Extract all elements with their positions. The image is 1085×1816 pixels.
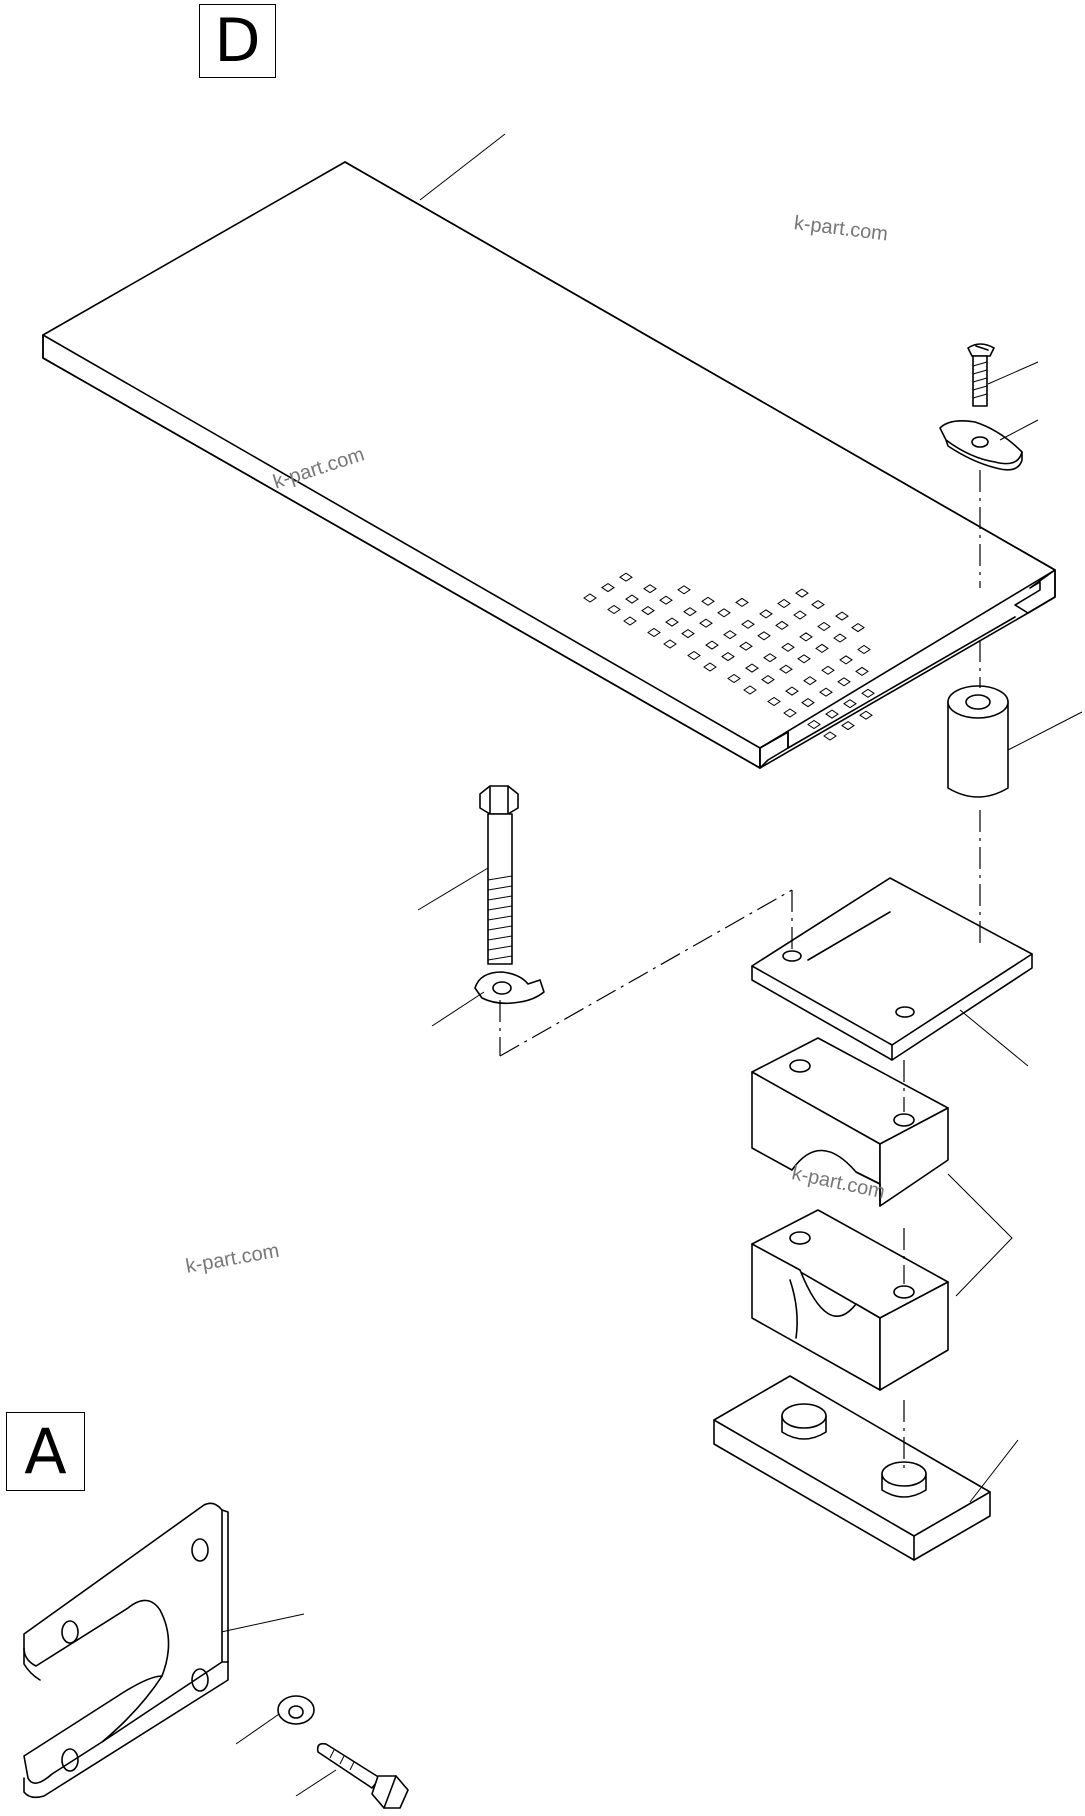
perforated-cover-plate [42,161,1056,769]
perforation-hole [819,687,833,697]
perforation-hole [701,596,715,606]
perforation-hole [647,627,661,638]
perforation-hole [801,697,815,708]
perforation-hole [855,666,869,677]
perforation-hole [811,599,825,610]
perforation-hole [757,631,771,641]
perforation-hole [717,608,731,618]
perforation-hole [721,651,735,662]
perforation-hole [807,719,821,730]
perforation-hole [681,628,695,639]
perforation-hole [767,696,781,707]
perforation-hole [761,674,775,685]
perforation-hole [857,644,871,655]
perforation-hole [583,593,597,603]
countersunk-screw [967,343,995,407]
perforation-hole [745,663,759,673]
perforation-hole [727,673,741,684]
perforation-hole [699,618,713,628]
perforation-hole [659,595,673,605]
perforation-hole [683,607,697,617]
perforation-hole [623,616,637,626]
view-label-d: D [199,4,276,78]
perforation-holes [583,572,875,741]
perforation-hole [703,662,717,672]
perforation-hole [665,617,679,627]
perforation-hole [835,611,849,621]
perforation-hole [837,677,851,687]
perforation-hole [763,653,777,663]
perforation-hole [799,632,813,642]
perforation-hole [643,584,657,594]
perforation-hole [785,686,799,696]
perforation-hole [677,585,691,595]
perforation-hole [739,641,753,651]
flat-washer [277,1695,315,1725]
perforation-hole [783,708,797,718]
perforation-hole [793,610,807,620]
perforation-hole [723,630,737,640]
view-label-a: A [6,1412,85,1491]
lower-clamp-half [751,1209,949,1391]
perforation-hole [775,620,789,631]
perforation-hole [817,621,831,632]
perforation-hole [841,720,855,731]
upper-clamp-half [751,1037,949,1207]
spacer-sleeve [947,685,1009,798]
perforation-hole [641,605,655,616]
perforation-hole [741,619,755,629]
perforation-hole [797,654,811,664]
leader-lines [211,133,1083,1797]
perforation-hole [687,650,701,661]
perforation-hole [735,597,749,608]
base-plate [713,1375,991,1561]
oval-washer [939,420,1023,471]
perforation-hole [743,685,757,695]
small-hex-bolt [316,1742,409,1809]
perforation-hole [705,640,719,650]
perforation-hole [803,676,817,686]
perforation-hole [825,709,839,719]
assembly-center-lines [499,470,981,1470]
perforation-hole [619,572,633,582]
perforation-hole [759,609,773,619]
perforation-hole [779,664,793,674]
tab-lock-washer [474,971,545,1005]
perforation-hole [601,582,615,593]
perforation-hole [861,688,875,698]
perforation-hole [821,665,835,675]
perforation-hole [607,604,621,615]
perforation-hole [823,731,837,741]
perforation-hole [795,588,809,598]
slotted-bracket [23,1502,229,1799]
perforation-hole [663,639,677,649]
perforation-hole [777,598,791,609]
perforation-hole [859,710,873,720]
hex-bolt [479,785,519,965]
perforation-hole [815,643,829,654]
perforation-hole [625,594,639,604]
perforation-hole [839,655,853,665]
square-mounting-plate [751,877,1033,1061]
perforation-hole [843,699,857,709]
perforation-hole [851,622,865,633]
perforation-hole [781,642,795,652]
perforation-hole [833,633,847,643]
